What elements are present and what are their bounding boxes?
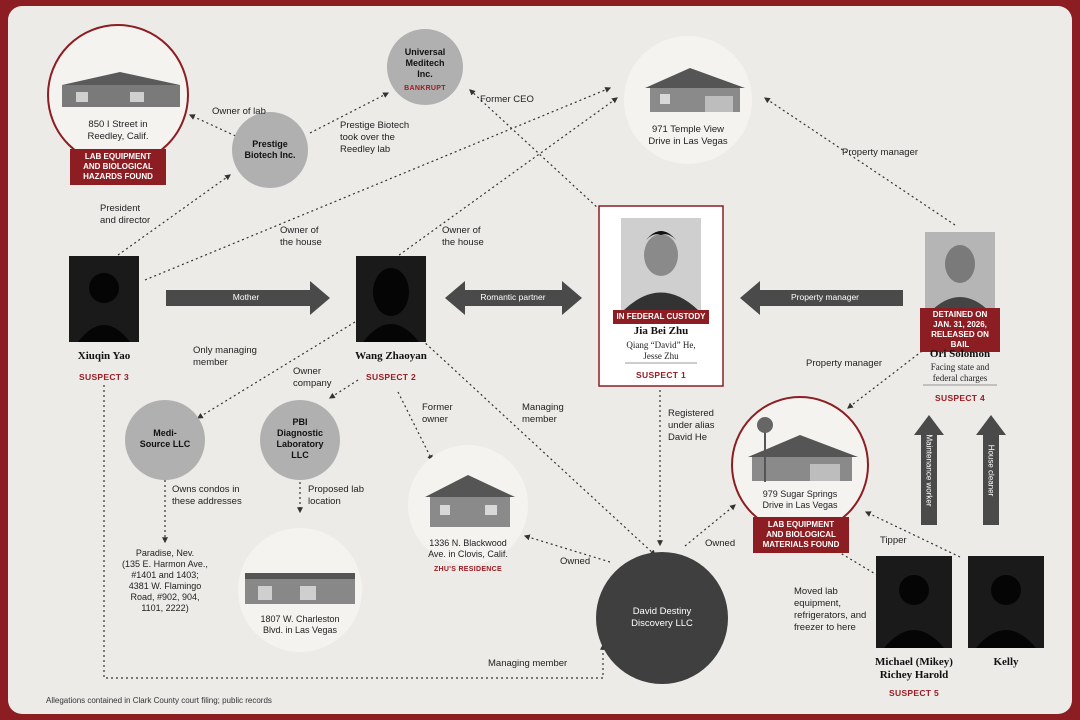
connector-xiuqin-david-destiny xyxy=(103,385,606,679)
label-house-cleaner: House cleaner xyxy=(986,444,996,497)
label-former-ceo: Former CEO xyxy=(480,94,534,105)
connector-wang-temple xyxy=(394,97,618,259)
label-president-director: President and director xyxy=(100,203,151,226)
arrow-romantic-partner xyxy=(445,281,582,315)
xiuqin-name: Xiuqin Yao xyxy=(77,350,131,362)
connectors xyxy=(103,87,961,679)
wang-name: Wang Zhaoyan xyxy=(355,350,427,362)
medisource-text: Medi- Source LLC xyxy=(139,428,191,449)
label-owner-house-1: Owner of the house xyxy=(280,225,322,248)
prestige-text: Prestige Biotech Inc. xyxy=(244,139,296,160)
label-managing-member-bottom: Managing member xyxy=(488,658,568,669)
charleston-text: 1807 W. Charleston Blvd. in Las Vegas xyxy=(260,614,340,635)
label-property-manager-arrow: Property manager xyxy=(790,292,860,302)
label-owned-left: Owned xyxy=(560,556,591,567)
node-prestige-circle xyxy=(232,112,308,188)
temple-view-text: 971 Temple View Drive in Las Vegas xyxy=(648,124,728,147)
wang-suspect: SUSPECT 2 xyxy=(366,372,416,382)
reedley-lab-banner: LAB EQUIPMENT AND BIOLOGICAL HAZARDS FOU… xyxy=(70,149,166,185)
universal-meditech-badge: BANKRUPT xyxy=(404,85,446,92)
node-medisource-circle xyxy=(125,400,205,480)
ori-suspect: SUSPECT 4 xyxy=(935,393,985,403)
reedley-lab-text: 850 I Street in Reedley, Calif. xyxy=(87,119,149,142)
label-former-owner: Former owner xyxy=(422,402,453,425)
connector-wang-pbi xyxy=(328,379,359,399)
node-david-destiny-circle xyxy=(596,552,728,684)
label-tipper: Tipper xyxy=(880,535,907,546)
label-only-managing: Only managing member xyxy=(193,345,257,368)
connector-kelly-sugar xyxy=(864,511,961,558)
label-romantic-partner: Romantic partner xyxy=(480,292,546,302)
label-owner-house-2: Owner of the house xyxy=(442,225,484,248)
label-registered-alias: Registered under alias David He xyxy=(668,408,715,443)
zhu-name: Jia Bei Zhu xyxy=(633,325,689,337)
label-moved-lab: Moved lab equipment, refrigerators, and … xyxy=(794,586,867,633)
label-maintenance-worker: Maintenance worker xyxy=(924,434,934,507)
connector-ori-sugar xyxy=(847,344,931,409)
arrow-mother xyxy=(166,281,330,315)
connector-xiuqin-temple xyxy=(144,87,612,281)
building-charleston-illustration xyxy=(245,573,355,604)
building-reedley-illustration xyxy=(62,72,180,107)
label-owns-condos: Owns condos in these addresses xyxy=(172,484,242,507)
michael-suspect: SUSPECT 5 xyxy=(889,688,939,698)
sugar-springs-text: 979 Sugar Springs Drive in Las Vegas xyxy=(762,489,838,510)
node-pbi-circle xyxy=(260,400,340,480)
blackwood-badge: ZHU'S RESIDENCE xyxy=(433,566,502,573)
label-prestige-took-over: Prestige Biotech took over the Reedley l… xyxy=(340,120,410,155)
zhu-suspect: SUSPECT 1 xyxy=(636,370,686,380)
david-destiny-text: David Destiny Discovery LLC xyxy=(631,606,693,629)
universal-meditech-text: Universal Meditech Inc. xyxy=(404,47,446,79)
label-managing-member-mid: Managing member xyxy=(522,402,564,425)
connector-david-sugar xyxy=(684,504,736,547)
label-owner-of-lab: Owner of lab xyxy=(212,106,266,117)
arrow-house-cleaner xyxy=(976,415,1006,525)
arrow-maintenance-worker xyxy=(914,415,944,525)
zhu-aliases: Qiang “David” He, Jesse Zhu xyxy=(626,340,696,361)
node-universal-meditech-circle xyxy=(387,29,463,105)
michael-name: Michael (Mikey) Richey Harold xyxy=(875,656,953,681)
pbi-text: PBI Diagnostic Laboratory LLC xyxy=(276,417,324,460)
sugar-springs-banner: LAB EQUIPMENT AND BIOLOGICAL MATERIALS F… xyxy=(753,517,849,553)
kelly-name: Kelly xyxy=(993,656,1019,668)
building-temple-illustration xyxy=(645,68,745,112)
photo-michael xyxy=(876,556,952,648)
ori-name: Ori Solomon xyxy=(929,348,991,360)
xiuqin-suspect: SUSPECT 3 xyxy=(79,372,129,382)
connector-wang-medisource xyxy=(196,321,356,419)
label-owned-right: Owned xyxy=(705,538,736,549)
paradise-text: Paradise, Nev. (135 E. Harmon Ave., #140… xyxy=(122,548,208,613)
label-mother: Mother xyxy=(232,292,260,302)
label-property-manager-top: Property manager xyxy=(842,147,919,158)
label-proposed-lab: Proposed lab location xyxy=(308,484,364,507)
photo-kelly xyxy=(968,556,1044,648)
connector-ori-temple xyxy=(764,97,956,226)
label-property-manager-ori: Property manager xyxy=(806,358,883,369)
photo-wang xyxy=(356,256,426,342)
blackwood-text: 1336 N. Blackwood Ave. in Clovis, Calif. xyxy=(428,538,508,559)
thick-arrows xyxy=(166,281,1006,525)
arrow-property-manager xyxy=(740,281,903,315)
zhu-banner: IN FEDERAL CUSTODY xyxy=(613,310,709,324)
building-blackwood-illustration xyxy=(425,475,515,527)
photo-zhu xyxy=(621,218,701,310)
label-owner-company: Owner company xyxy=(293,366,332,389)
building-sugar-springs-illustration xyxy=(748,417,858,482)
photo-ori xyxy=(925,232,995,312)
connector-prestige-reedley xyxy=(188,114,241,139)
ori-sub: Facing state and federal charges xyxy=(930,362,990,383)
footer-source: Allegations contained in Clark County co… xyxy=(46,696,272,705)
ori-banner: DETAINED ON JAN. 31, 2026, RELEASED ON B… xyxy=(920,308,1000,352)
photo-xiuqin xyxy=(69,256,139,342)
